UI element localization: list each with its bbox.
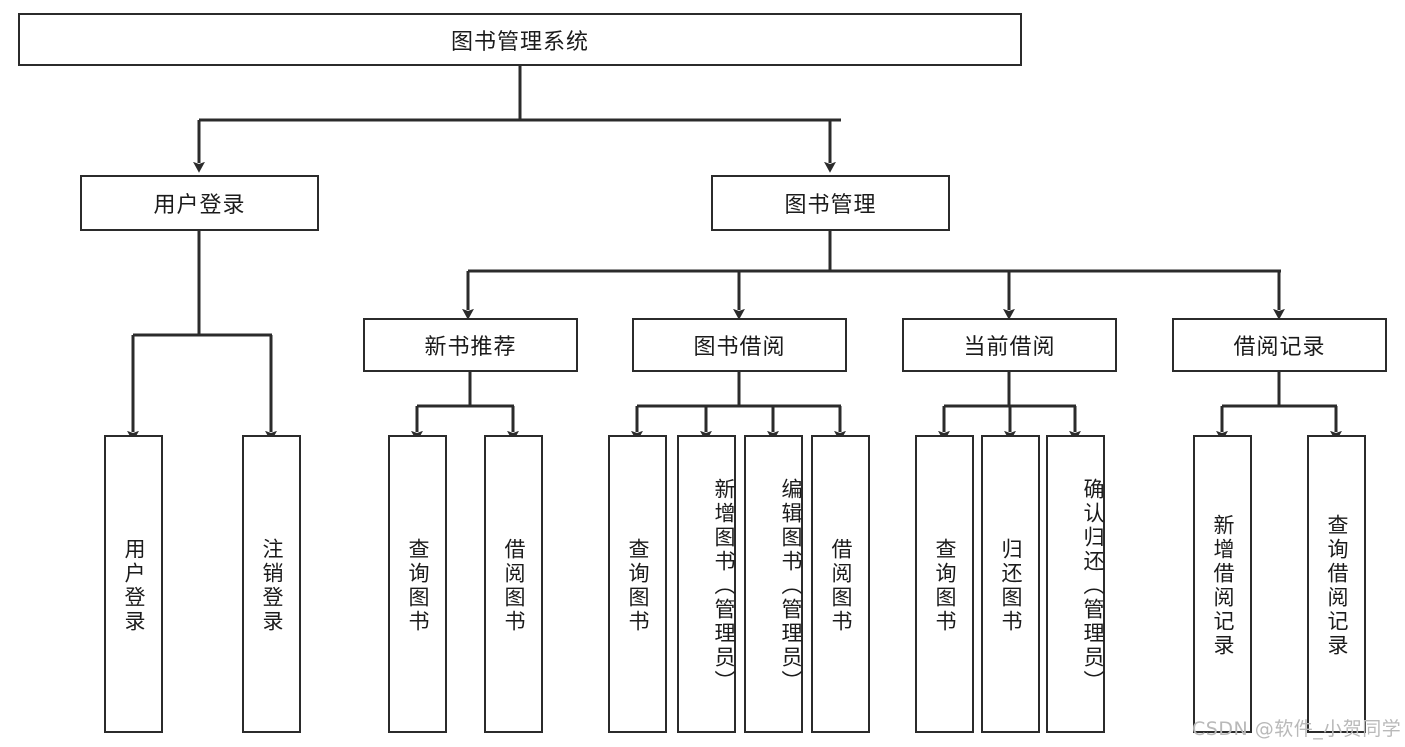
node-current-borrow-label: 当前借阅 [963, 335, 1056, 360]
node-leaf-query-record[interactable]: 查询借阅记录 [1307, 435, 1366, 733]
node-leaf-user-login-label: 用户登录 [122, 538, 146, 634]
node-leaf-query-book-2[interactable]: 查询图书 [608, 435, 667, 733]
node-book-borrow-label: 图书借阅 [693, 335, 786, 360]
node-user-login-label: 用户登录 [153, 193, 246, 218]
node-user-login[interactable]: 用户登录 [80, 175, 319, 231]
node-root[interactable]: 图书管理系统 [18, 13, 1022, 66]
node-leaf-confirm-return[interactable]: 确认归还（管理员） [1046, 435, 1105, 733]
node-leaf-return-book-label: 归还图书 [999, 538, 1023, 634]
node-borrow-record-label: 借阅记录 [1233, 335, 1326, 360]
node-leaf-logout[interactable]: 注销登录 [242, 435, 301, 733]
node-leaf-edit-book-label: 编辑图书（管理员） [779, 478, 803, 694]
node-book-borrow[interactable]: 图书借阅 [632, 318, 847, 372]
node-new-book-recommend[interactable]: 新书推荐 [363, 318, 578, 372]
node-leaf-query-book-1[interactable]: 查询图书 [388, 435, 447, 733]
node-leaf-logout-label: 注销登录 [260, 538, 284, 634]
node-leaf-borrow-book-2[interactable]: 借阅图书 [811, 435, 870, 733]
node-leaf-return-book[interactable]: 归还图书 [981, 435, 1040, 733]
node-leaf-borrow-book-2-label: 借阅图书 [829, 538, 853, 634]
node-book-manage[interactable]: 图书管理 [711, 175, 950, 231]
node-leaf-query-book-3[interactable]: 查询图书 [915, 435, 974, 733]
node-leaf-query-record-label: 查询借阅记录 [1325, 514, 1349, 658]
node-current-borrow[interactable]: 当前借阅 [902, 318, 1117, 372]
csdn-watermark: CSDN @软件_小贺同学 [1192, 718, 1402, 740]
node-leaf-user-login[interactable]: 用户登录 [104, 435, 163, 733]
node-leaf-confirm-return-label: 确认归还（管理员） [1081, 478, 1105, 694]
node-leaf-query-book-1-label: 查询图书 [406, 538, 430, 634]
node-leaf-borrow-book-1-label: 借阅图书 [502, 538, 526, 634]
node-leaf-query-book-3-label: 查询图书 [933, 538, 957, 634]
node-leaf-add-record[interactable]: 新增借阅记录 [1193, 435, 1252, 733]
node-leaf-add-book[interactable]: 新增图书（管理员） [677, 435, 736, 733]
node-leaf-add-book-label: 新增图书（管理员） [712, 478, 736, 694]
node-book-manage-label: 图书管理 [784, 193, 877, 218]
node-borrow-record[interactable]: 借阅记录 [1172, 318, 1387, 372]
node-leaf-edit-book[interactable]: 编辑图书（管理员） [744, 435, 803, 733]
node-root-label: 图书管理系统 [450, 29, 589, 55]
node-leaf-add-record-label: 新增借阅记录 [1211, 514, 1235, 658]
node-new-book-recommend-label: 新书推荐 [424, 335, 517, 360]
node-leaf-query-book-2-label: 查询图书 [626, 538, 650, 634]
node-leaf-borrow-book-1[interactable]: 借阅图书 [484, 435, 543, 733]
